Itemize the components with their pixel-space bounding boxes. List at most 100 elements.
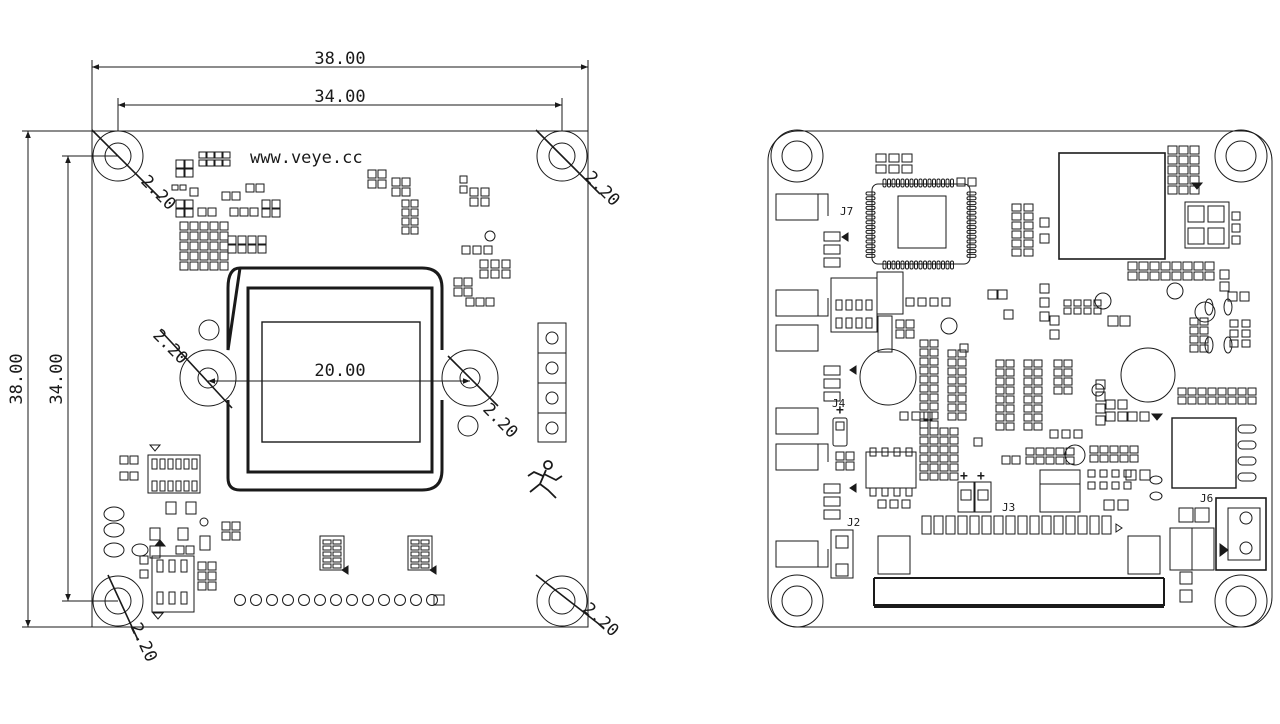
smd-pad — [1229, 319, 1239, 328]
oval-pad — [103, 506, 125, 522]
smd-pad — [947, 376, 957, 385]
pin-square — [433, 594, 445, 606]
smd-pad — [1189, 145, 1200, 155]
mount-hole-back-br — [1214, 574, 1268, 628]
smd-pad — [947, 412, 957, 421]
qfp-pin — [905, 178, 909, 188]
smd-pad — [119, 455, 129, 465]
smd-pad — [322, 545, 332, 551]
smd-pad — [1119, 454, 1129, 463]
smd-pad — [1023, 368, 1033, 377]
smd-pad — [410, 545, 420, 551]
smd-pad — [237, 235, 247, 245]
smd-pad — [401, 199, 410, 208]
smd-pad — [209, 261, 219, 271]
oval-pad — [1149, 475, 1163, 485]
board-outline-back — [767, 130, 1273, 628]
smd-pad — [895, 329, 905, 339]
qfp-pin — [865, 229, 876, 234]
smd-pad — [1227, 396, 1237, 405]
smd-pad — [901, 153, 913, 163]
smd-pad — [179, 261, 189, 271]
smd-pad — [947, 349, 957, 358]
smd-pad — [197, 571, 207, 581]
qfp-pin — [887, 178, 891, 188]
qfp-pin — [966, 215, 977, 220]
smd-pad — [189, 231, 199, 241]
smd-pad — [1204, 271, 1215, 281]
pin-hole — [282, 594, 294, 606]
smd-pad — [183, 480, 190, 492]
qfp-pin — [896, 178, 900, 188]
smd-pad — [332, 551, 342, 557]
ic-pin — [1237, 424, 1257, 434]
smd-pad — [410, 539, 420, 545]
smd-pad — [1149, 261, 1160, 271]
smd-pad — [929, 339, 939, 348]
smd-pad — [1039, 217, 1050, 228]
qfp-pin — [966, 253, 977, 258]
smd-pad — [180, 559, 188, 573]
smd-pad — [1025, 456, 1035, 465]
smd-pad — [1035, 447, 1045, 456]
smd-pad — [171, 184, 179, 191]
smd-pad — [469, 187, 479, 197]
header-4pin — [537, 322, 567, 443]
smd-pad — [249, 207, 259, 217]
smd-pad — [995, 422, 1005, 431]
qfp-pin — [923, 260, 927, 270]
smd-pad — [1023, 203, 1034, 212]
qfp-pin — [900, 260, 905, 270]
smd-pad — [1177, 396, 1187, 405]
qfp-pin — [932, 178, 936, 188]
qfp-pin — [936, 260, 941, 270]
lens-mount-hole-left — [179, 349, 237, 407]
smd-pad — [175, 480, 182, 492]
smd-pad — [401, 187, 411, 197]
smd-pad — [865, 317, 873, 329]
smd-pad — [1033, 413, 1043, 422]
smd-pad — [1039, 283, 1050, 294]
smd-pad — [929, 384, 939, 393]
smd-pad — [475, 297, 485, 307]
smd-pad — [401, 177, 411, 187]
smd-pad — [1055, 456, 1065, 465]
label-hole-br: 2.20 — [579, 599, 623, 641]
smd-pad — [231, 521, 241, 531]
qfp-pin — [966, 196, 977, 201]
smd-pad — [823, 231, 841, 242]
smd-pad — [257, 244, 267, 254]
smd-pad — [1193, 271, 1204, 281]
smd-pad — [420, 545, 430, 551]
smd-pad — [919, 427, 929, 436]
smd-pad — [835, 299, 843, 311]
smd-pad — [332, 557, 342, 563]
j3-pin-row — [921, 515, 1112, 535]
qfp-pin — [865, 191, 876, 196]
smd-pad — [845, 299, 853, 311]
smd-pad — [184, 199, 194, 209]
smd-pad — [995, 395, 1005, 404]
smd-pad — [1117, 499, 1129, 511]
qfp-pin — [941, 260, 945, 270]
smd-pad — [175, 208, 185, 218]
smd-pad — [332, 539, 342, 545]
qfp-pin — [887, 260, 891, 270]
smd-pad — [855, 299, 863, 311]
smd-pad — [1049, 315, 1060, 326]
smd-pad — [957, 349, 967, 358]
pin-row-bottom — [234, 594, 445, 606]
smd-pad — [463, 277, 473, 287]
smd-pad — [189, 221, 199, 231]
smd-pad — [1229, 339, 1239, 348]
smd-pad — [1063, 368, 1073, 377]
smd-pad — [1033, 359, 1043, 368]
smd-pad — [905, 329, 915, 339]
pin-hole — [362, 594, 374, 606]
oval-pad — [131, 543, 149, 557]
smd-pad — [219, 231, 229, 241]
smd-pad — [939, 454, 949, 463]
smd-pad — [1005, 368, 1015, 377]
smd-pad — [1217, 387, 1227, 396]
ic-body — [877, 315, 893, 353]
